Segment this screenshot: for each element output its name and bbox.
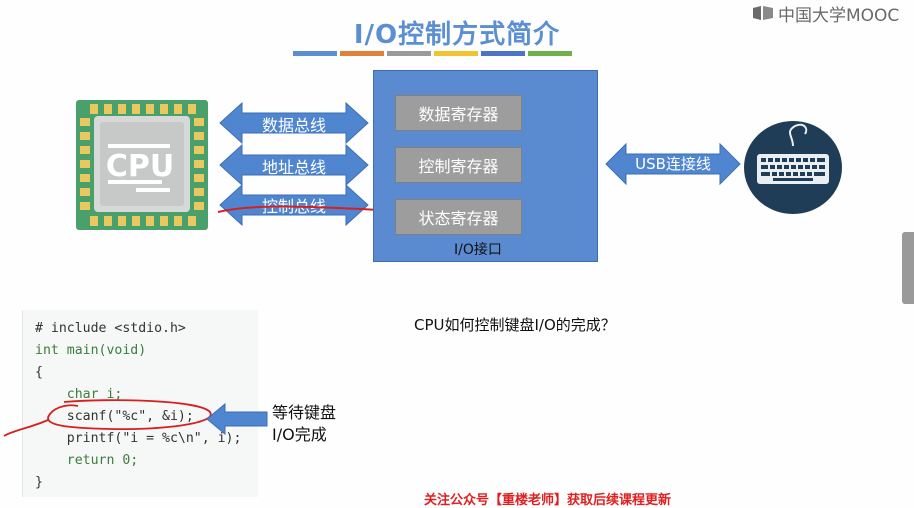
- side-scroll-handle[interactable]: [902, 232, 914, 304]
- usb-label: USB连接线: [635, 155, 711, 173]
- code-line: printf("i = %c\n", i);: [35, 431, 242, 446]
- io-interface-box: 数据寄存器 控制寄存器 状态寄存器 I/O接口: [373, 70, 598, 262]
- data-register: 数据寄存器: [395, 95, 522, 131]
- slide-title: I/O控制方式简介: [353, 20, 561, 50]
- watermark-text: 中国大学MOOC: [778, 5, 900, 26]
- code-line: }: [35, 475, 43, 490]
- address-bus-arrow: 地址总线: [218, 143, 370, 187]
- mooc-watermark: 中国大学MOOC: [752, 2, 900, 26]
- data-bus-arrow: 数据总线: [218, 101, 370, 145]
- title-color-segment: [481, 51, 525, 56]
- code-snippet: # include <stdio.h> int main(void) { char …: [22, 310, 258, 497]
- footer-notice: 关注公众号【重楼老师】获取后续课程更新: [424, 493, 672, 508]
- question-text: CPU如何控制键盘I/O的完成？: [414, 316, 616, 334]
- title-color-segment: [293, 51, 337, 56]
- title-color-segment: [387, 51, 431, 56]
- wait-label-line2: I/O完成: [272, 425, 327, 444]
- wait-arrow: [206, 402, 268, 436]
- data-bus-label: 数据总线: [261, 116, 326, 135]
- code-line: {: [35, 365, 43, 380]
- title-color-segment: [528, 51, 572, 56]
- cpu-label: CPU: [106, 149, 174, 184]
- code-line: return 0;: [35, 453, 139, 468]
- title-color-segment: [434, 51, 478, 56]
- code-line: int main(void): [35, 343, 147, 358]
- title-color-bar: [293, 51, 572, 56]
- cpu-chip-icon: CPU: [76, 100, 208, 230]
- code-line: # include <stdio.h>: [35, 321, 186, 336]
- keyboard-icon: [743, 120, 843, 215]
- wait-label-line1: 等待键盘: [272, 403, 337, 422]
- status-register: 状态寄存器: [395, 199, 522, 235]
- code-line-scanf: scanf("%c", &i);: [35, 409, 194, 424]
- title-color-segment: [340, 51, 384, 56]
- code-line: char i;: [35, 387, 123, 402]
- red-circle-annotation: [3, 399, 212, 437]
- control-register: 控制寄存器: [395, 147, 522, 183]
- mooc-logo-icon: [752, 5, 774, 21]
- usb-cable-arrow: USB连接线: [604, 142, 742, 186]
- io-interface-label: I/O接口: [454, 242, 502, 258]
- red-underline-annotation: [217, 205, 381, 213]
- wait-keyboard-label: 等待键盘 I/O完成: [272, 402, 336, 446]
- address-bus-label: 地址总线: [261, 158, 326, 177]
